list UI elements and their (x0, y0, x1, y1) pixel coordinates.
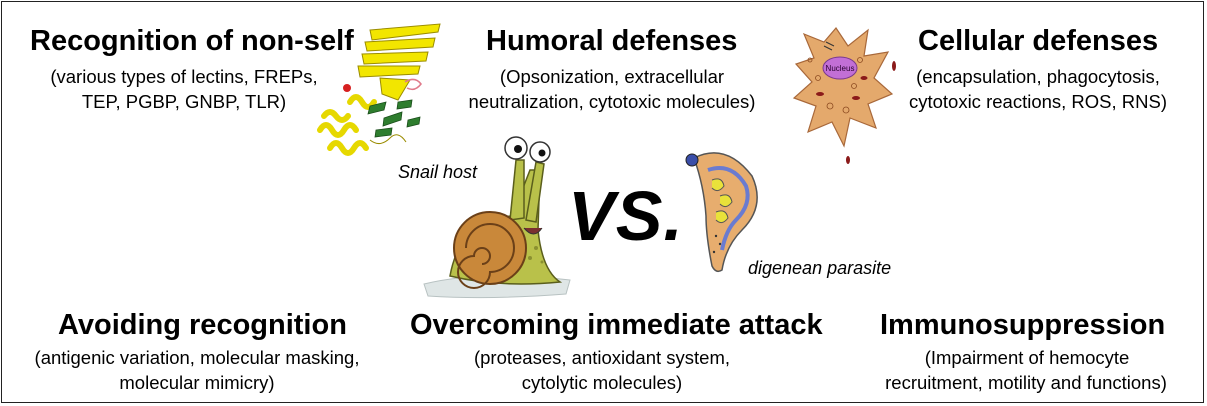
immuno-title: Immunosuppression (880, 308, 1165, 342)
cellular-title: Cellular defenses (918, 24, 1158, 58)
immuno-desc-line2: recruitment, motility and functions) (856, 370, 1196, 395)
avoiding-desc-line1: (antigenic variation, molecular masking, (6, 345, 388, 370)
humoral-desc-line1: (Opsonization, extracellular (462, 64, 762, 89)
recognition-title: Recognition of non-self (30, 24, 354, 58)
avoiding-title: Avoiding recognition (58, 308, 347, 342)
humoral-desc-line2: neutralization, cytotoxic molecules) (462, 89, 762, 114)
snail-host-icon (420, 130, 570, 300)
overcoming-desc-line1: (proteases, antioxidant system, (452, 345, 752, 370)
humoral-title: Humoral defenses (486, 24, 737, 58)
recognition-desc-line2: TEP, PGBP, GNBP, TLR) (34, 89, 334, 114)
overcoming-desc-line2: cytolytic molecules) (452, 370, 752, 395)
avoiding-desc-line2: molecular mimicry) (6, 370, 388, 395)
nucleus-label: Nucleus (826, 64, 855, 73)
cellular-desc-line1: (encapsulation, phagocytosis, (893, 64, 1183, 89)
hemocyte-cell-icon: Nucleus (790, 20, 900, 165)
overcoming-title: Overcoming immediate attack (410, 308, 823, 342)
recognition-desc-line1: (various types of lectins, FREPs, (34, 64, 334, 89)
snail-host-label: Snail host (398, 162, 477, 183)
parasite-label: digenean parasite (748, 258, 891, 279)
immuno-desc-line1: (Impairment of hemocyte (872, 345, 1182, 370)
digenean-parasite-icon (676, 146, 766, 276)
versus-label: VS. (568, 176, 684, 256)
cellular-desc-line2: cytotoxic reactions, ROS, RNS) (893, 89, 1183, 114)
